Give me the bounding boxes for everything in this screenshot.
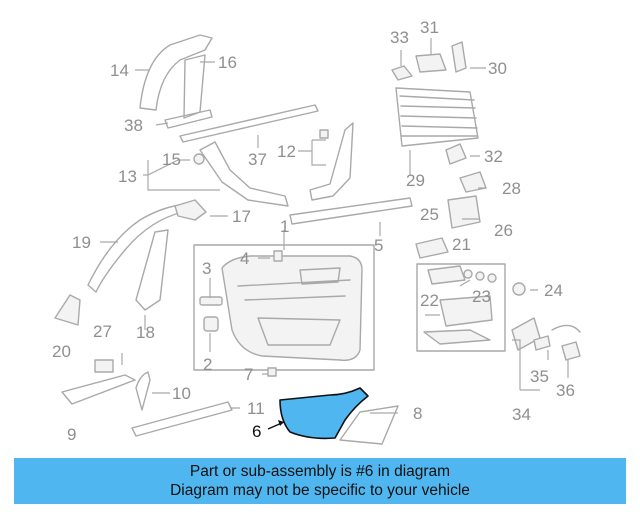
callout-28: 28 bbox=[502, 179, 521, 198]
banner-line-2: Diagram may not be specific to your vehi… bbox=[170, 482, 470, 499]
callout-9: 9 bbox=[67, 425, 76, 444]
callout-26: 26 bbox=[494, 221, 513, 240]
callout-19: 19 bbox=[72, 233, 91, 252]
callout-15: 15 bbox=[162, 150, 181, 169]
callout-27: 27 bbox=[93, 322, 112, 341]
callout-29: 29 bbox=[406, 171, 425, 190]
callout-23: 23 bbox=[472, 287, 491, 306]
callout-35: 35 bbox=[530, 367, 549, 386]
banner-line-1: Part or sub-assembly is #6 in diagram bbox=[189, 463, 451, 480]
callout-34: 34 bbox=[512, 405, 531, 424]
info-banner: Part or sub-assembly is #6 in diagram Di… bbox=[14, 458, 626, 504]
callout-6: 6 bbox=[252, 422, 261, 441]
parts-diagram: 14 16 38 37 12 15 13 17 19 1 4 3 2 7 18 … bbox=[52, 18, 581, 445]
callout-12: 12 bbox=[277, 142, 296, 161]
callout-36: 36 bbox=[556, 381, 575, 400]
highlighted-part-6 bbox=[279, 387, 369, 440]
callout-24: 24 bbox=[544, 281, 563, 300]
callout-8: 8 bbox=[413, 404, 422, 423]
callout-2: 2 bbox=[203, 355, 212, 374]
armrest-group-frame bbox=[416, 263, 506, 352]
callout-22: 22 bbox=[420, 291, 439, 310]
callout-17: 17 bbox=[232, 207, 251, 226]
callout-14: 14 bbox=[110, 61, 129, 80]
callout-7: 7 bbox=[244, 365, 253, 384]
callout-21: 21 bbox=[452, 235, 471, 254]
callout-4: 4 bbox=[240, 249, 249, 268]
sunshade bbox=[395, 87, 479, 147]
pillar-trim bbox=[139, 34, 213, 111]
callout-1: 1 bbox=[280, 217, 289, 236]
callout-30: 30 bbox=[488, 59, 507, 78]
callout-16: 16 bbox=[218, 53, 237, 72]
callout-25: 25 bbox=[420, 205, 439, 224]
callout-38: 38 bbox=[124, 116, 143, 135]
callout-13: 13 bbox=[118, 167, 137, 186]
callout-18: 18 bbox=[136, 323, 155, 342]
callout-37: 37 bbox=[248, 150, 267, 169]
callout-3: 3 bbox=[202, 259, 211, 278]
callout-11: 11 bbox=[247, 399, 265, 418]
callout-5: 5 bbox=[374, 236, 383, 255]
callout-10: 10 bbox=[172, 384, 191, 403]
callout-31: 31 bbox=[420, 18, 439, 37]
callout-33: 33 bbox=[390, 28, 409, 47]
callout-32: 32 bbox=[484, 147, 503, 166]
callout-20: 20 bbox=[52, 342, 71, 361]
